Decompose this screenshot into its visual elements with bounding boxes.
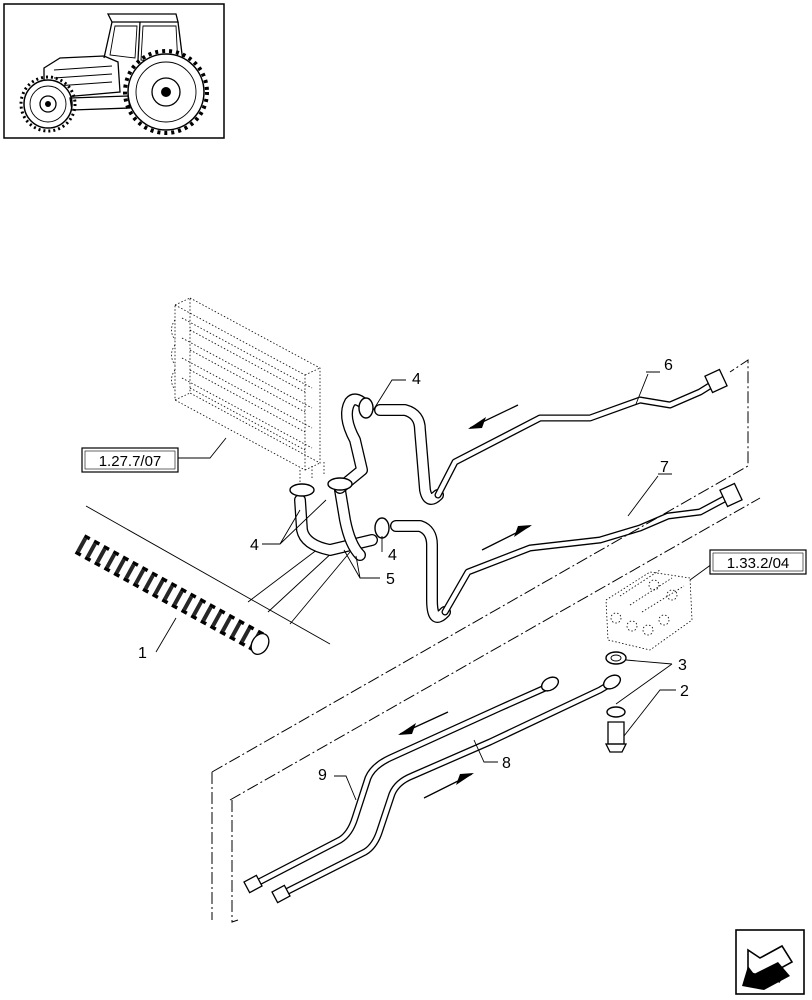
previous-page-arrow-icon [742, 944, 794, 990]
tractor-icon [19, 13, 209, 135]
callout-leaders [155, 371, 713, 801]
callout-5: 5 [386, 571, 395, 588]
callout-3: 3 [678, 657, 687, 674]
callout-2: 2 [680, 683, 689, 700]
radiator [171, 297, 325, 484]
callout-1: 1 [138, 645, 147, 662]
spiral-hose-guard [74, 534, 270, 655]
pipe-8 [271, 674, 622, 904]
pipe-9 [243, 676, 560, 894]
callout-9: 9 [318, 767, 327, 784]
callout-4-right: 4 [388, 547, 397, 564]
assembly-boundary [211, 359, 761, 923]
callout-6: 6 [664, 357, 673, 374]
valve-fittings [604, 651, 628, 753]
radiator-hoses [294, 393, 378, 561]
hose-clamps [289, 397, 390, 539]
reference-radiator-label: 1.27.7/07 [99, 453, 162, 470]
callout-4-left: 4 [250, 537, 259, 554]
callout-7: 7 [660, 459, 669, 476]
flow-direction-arrows [398, 404, 532, 799]
pipe-6 [374, 368, 728, 505]
previous-page-button[interactable] [735, 929, 805, 995]
callout-4-upper: 4 [412, 371, 421, 388]
callout-8: 8 [502, 755, 511, 772]
reference-valve-label: 1.33.2/04 [727, 555, 790, 572]
reference-valve[interactable]: 1.33.2/04 [709, 549, 807, 575]
tractor-thumbnail [3, 3, 225, 139]
pipe-7 [390, 482, 743, 623]
guard-leader-lines [85, 505, 351, 645]
control-valve [605, 569, 693, 651]
reference-radiator[interactable]: 1.27.7/07 [81, 447, 179, 473]
